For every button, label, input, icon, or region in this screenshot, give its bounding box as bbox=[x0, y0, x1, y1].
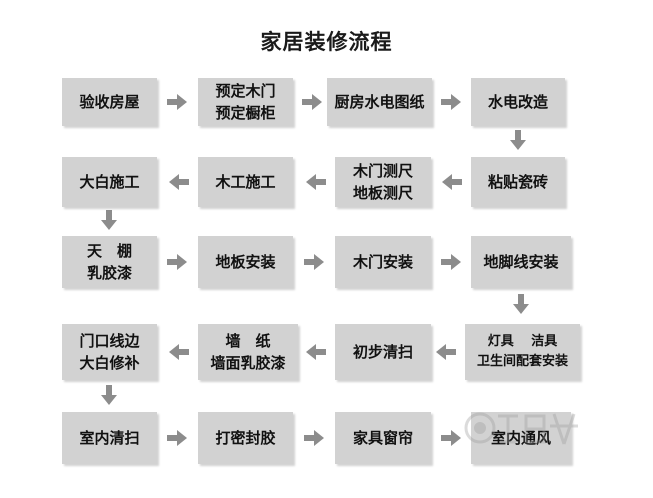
step-label: 墙 纸 bbox=[225, 332, 271, 350]
brand-watermark-logo bbox=[464, 412, 578, 445]
step-label: 大白施工 bbox=[79, 173, 140, 191]
step-box: 打密封胶 bbox=[198, 412, 293, 464]
flow-arrow bbox=[304, 430, 324, 446]
step-label: 初步清扫 bbox=[352, 343, 413, 361]
step-label: 验收房屋 bbox=[79, 93, 140, 111]
step-label: 厨房水电图纸 bbox=[334, 93, 425, 111]
flow-arrow bbox=[441, 254, 461, 270]
step-label: 预定橱柜 bbox=[215, 104, 276, 122]
step-label: 门口线边 bbox=[79, 332, 140, 350]
step-label: 木门安装 bbox=[352, 253, 413, 271]
step-label: 家具窗帘 bbox=[352, 429, 413, 447]
step-box: 灯具 洁具 卫生间配套安装 bbox=[465, 324, 580, 380]
step-label: 木工施工 bbox=[215, 173, 276, 191]
flow-arrow bbox=[442, 174, 462, 190]
step-box: 家具窗帘 bbox=[335, 412, 431, 464]
step-box: 室内清扫 bbox=[62, 412, 157, 464]
step-label: 室内清扫 bbox=[79, 429, 140, 447]
step-box: 厨房水电图纸 bbox=[327, 78, 432, 126]
step-label: 地板安装 bbox=[215, 253, 276, 271]
step-label: 大白修补 bbox=[79, 354, 140, 372]
step-box: 木工施工 bbox=[198, 157, 293, 207]
flow-arrow bbox=[101, 385, 117, 405]
step-label: 灯具 洁具 bbox=[487, 334, 558, 349]
flow-arrow bbox=[510, 130, 526, 150]
step-label: 卫生间配套安装 bbox=[476, 354, 568, 369]
step-box: 初步清扫 bbox=[335, 324, 431, 380]
flow-arrow bbox=[306, 174, 326, 190]
step-label: 室内通风 bbox=[490, 429, 551, 447]
step-box: 木门测尺 地板测尺 bbox=[335, 157, 431, 207]
flow-arrow bbox=[101, 210, 117, 230]
flow-arrow bbox=[302, 94, 322, 110]
step-label: 地板测尺 bbox=[352, 184, 413, 202]
step-box: 大白施工 bbox=[62, 157, 157, 207]
flow-arrow bbox=[167, 430, 187, 446]
page-title: 家居装修流程 bbox=[260, 30, 393, 54]
step-label: 天 棚 bbox=[86, 242, 132, 260]
flow-arrow bbox=[167, 94, 187, 110]
flow-arrow bbox=[441, 94, 461, 110]
step-box: 验收房屋 bbox=[62, 78, 157, 126]
step-box: 木门安装 bbox=[335, 236, 431, 288]
step-box: 墙 纸 墙面乳胶漆 bbox=[198, 324, 298, 380]
step-label: 乳胶漆 bbox=[86, 264, 132, 282]
step-label: 木门测尺 bbox=[352, 162, 413, 180]
step-label: 打密封胶 bbox=[215, 429, 276, 447]
step-box: 粘贴瓷砖 bbox=[471, 157, 565, 207]
flow-arrow bbox=[304, 254, 324, 270]
flow-arrow bbox=[167, 254, 187, 270]
step-label: 水电改造 bbox=[487, 93, 548, 111]
flow-arrow bbox=[306, 344, 326, 360]
flow-arrow bbox=[441, 430, 461, 446]
step-label: 粘贴瓷砖 bbox=[487, 173, 548, 191]
step-label: 墙面乳胶漆 bbox=[210, 354, 286, 372]
step-box: 门口线边 大白修补 bbox=[62, 324, 157, 380]
flow-arrow bbox=[169, 344, 189, 360]
step-label: 地脚线安装 bbox=[483, 253, 559, 271]
flow-arrow bbox=[513, 294, 529, 314]
step-box: 地板安装 bbox=[198, 236, 293, 288]
step-box: 天 棚 乳胶漆 bbox=[62, 236, 157, 288]
step-label: 预定木门 bbox=[215, 82, 276, 100]
step-box: 预定木门 预定橱柜 bbox=[198, 78, 293, 126]
flow-arrow bbox=[169, 174, 189, 190]
step-box: 地脚线安装 bbox=[471, 236, 571, 288]
step-box: 水电改造 bbox=[471, 78, 565, 126]
flow-arrow bbox=[436, 344, 456, 360]
step-box: 室内通风 bbox=[471, 412, 571, 464]
